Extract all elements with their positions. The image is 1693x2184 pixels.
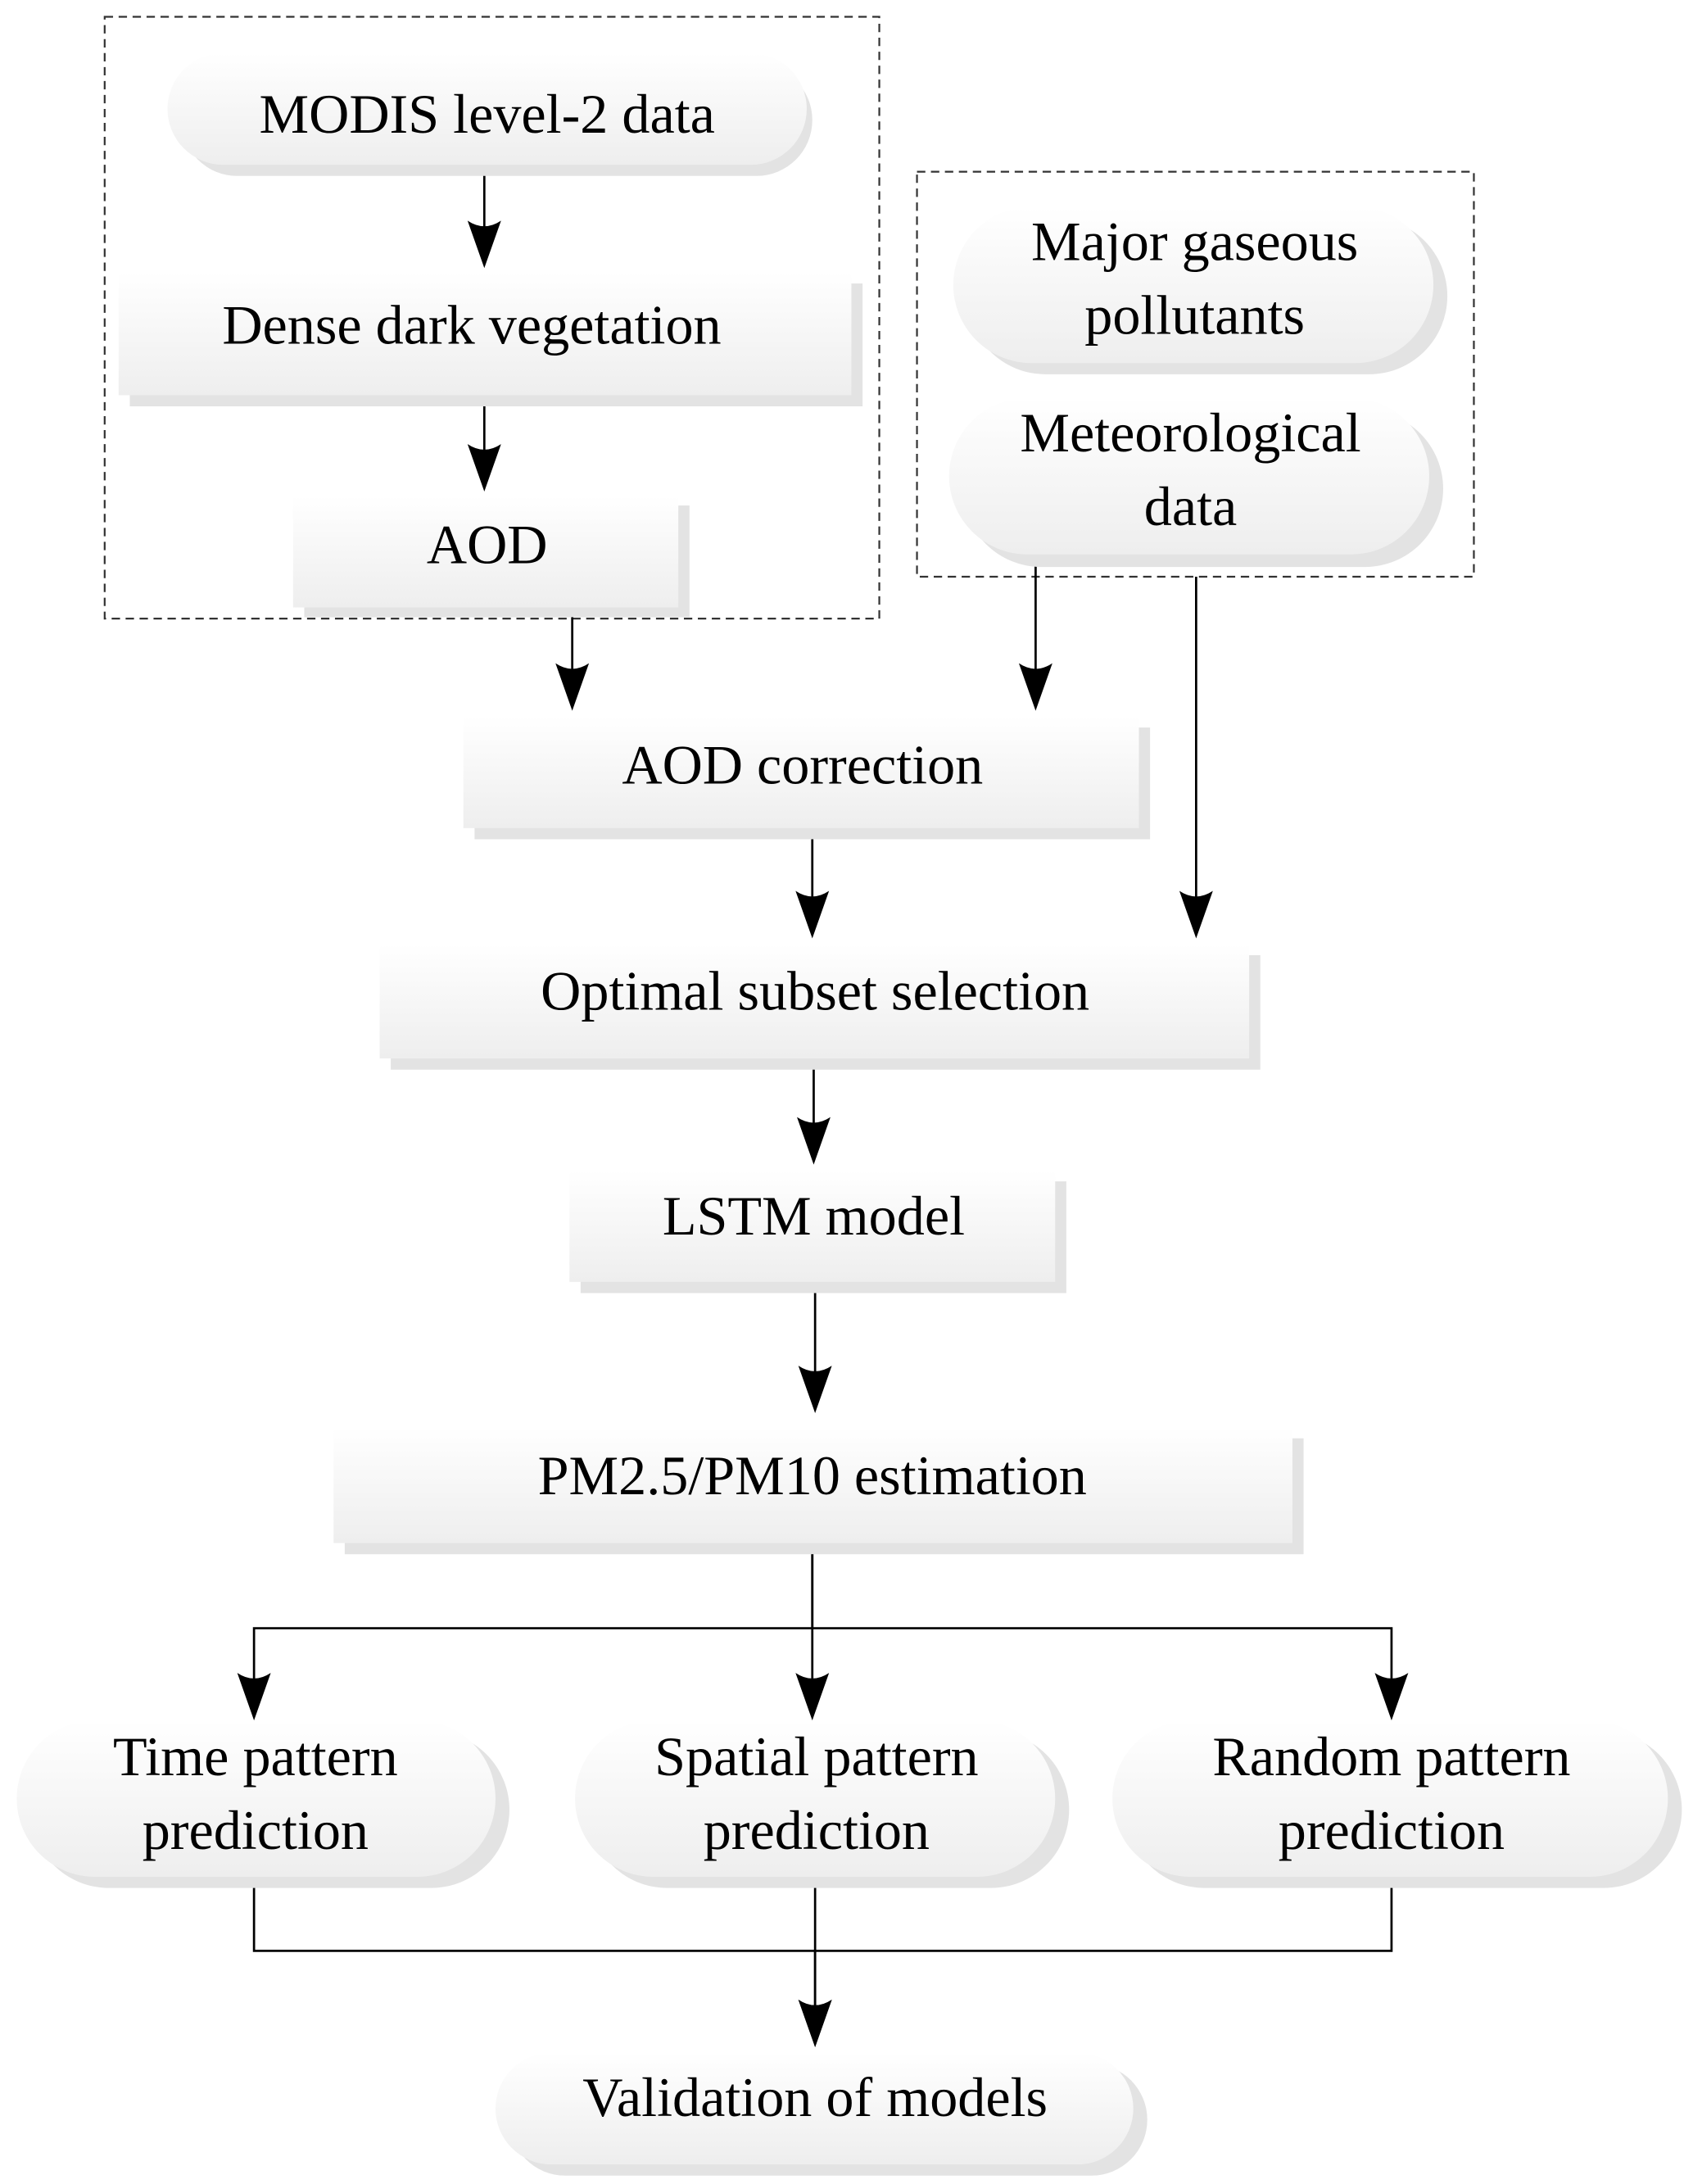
node-body bbox=[569, 1170, 1056, 1282]
node-label-line-2: prediction bbox=[1279, 1799, 1505, 1861]
connector-layer bbox=[237, 167, 1409, 2047]
node-dense-dark-vegetation[interactable]: Dense dark vegetation bbox=[118, 272, 863, 407]
arrowhead-icon bbox=[1374, 1673, 1409, 1721]
node-label: Validation of models bbox=[582, 2066, 1048, 2128]
node-label: Dense dark vegetation bbox=[222, 294, 721, 356]
node-aod-correction[interactable]: AOD correction bbox=[463, 716, 1151, 840]
node-body bbox=[463, 716, 1139, 828]
arrowhead-icon bbox=[555, 663, 590, 711]
connector-random-to-validation bbox=[815, 1879, 1393, 1952]
node-body bbox=[495, 2052, 1134, 2165]
arrowhead-icon bbox=[798, 1999, 832, 2047]
node-label: MODIS level-2 data bbox=[260, 83, 715, 145]
node-body bbox=[16, 1720, 496, 1877]
node-label-line-1: Meteorological bbox=[1020, 401, 1360, 464]
node-label-line-2: prediction bbox=[143, 1799, 369, 1861]
arrowhead-icon bbox=[1179, 890, 1213, 939]
node-label-line-1: Time pattern bbox=[113, 1725, 398, 1788]
node-validation-of-models[interactable]: Validation of models bbox=[495, 2052, 1148, 2176]
node-optimal-subset-selection[interactable]: Optimal subset selection bbox=[379, 944, 1261, 1070]
node-meteorological-data[interactable]: Meteorological data bbox=[948, 397, 1443, 568]
node-time-pattern-prediction[interactable]: Time pattern prediction bbox=[16, 1720, 509, 1888]
node-aod[interactable]: AOD bbox=[292, 496, 690, 618]
arrowhead-icon bbox=[798, 1366, 832, 1414]
auxiliary-data-group-border bbox=[916, 170, 1475, 578]
node-body bbox=[167, 52, 807, 165]
arrowhead-icon bbox=[467, 444, 501, 492]
arrowhead-icon bbox=[1018, 663, 1052, 711]
node-body bbox=[118, 272, 852, 396]
arrowhead-icon bbox=[467, 220, 501, 269]
node-label-line-2: prediction bbox=[704, 1799, 930, 1861]
node-pm-estimation[interactable]: PM2.5/PM10 estimation bbox=[333, 1427, 1304, 1555]
node-label: AOD bbox=[427, 513, 548, 575]
arrowhead-icon bbox=[237, 1673, 271, 1721]
node-modis-level2-data[interactable]: MODIS level-2 data bbox=[167, 52, 813, 176]
arrowhead-icon bbox=[797, 1117, 831, 1165]
node-body bbox=[575, 1720, 1056, 1877]
node-body bbox=[1112, 1720, 1668, 1877]
connector-time-to-validation bbox=[252, 1879, 817, 2042]
node-label: PM2.5/PM10 estimation bbox=[538, 1444, 1087, 1507]
node-label: AOD correction bbox=[622, 734, 983, 796]
node-major-gaseous-pollutants[interactable]: Major gaseous pollutants bbox=[953, 206, 1448, 374]
node-body bbox=[948, 397, 1429, 555]
node-layer: MODIS level-2 data Dense dark vegetation… bbox=[16, 52, 1682, 2176]
node-label: LSTM model bbox=[663, 1185, 965, 1247]
arrowhead-icon bbox=[795, 890, 830, 939]
node-label-line-1: Major gaseous bbox=[1031, 210, 1358, 272]
node-label-line-2: data bbox=[1144, 475, 1238, 537]
node-label-line-1: Random pattern bbox=[1212, 1725, 1570, 1788]
node-body bbox=[379, 944, 1250, 1059]
node-lstm-model[interactable]: LSTM model bbox=[569, 1170, 1066, 1294]
node-spatial-pattern-prediction[interactable]: Spatial pattern prediction bbox=[575, 1720, 1070, 1888]
remote-sensing-group-border bbox=[103, 16, 880, 620]
node-label: Optimal subset selection bbox=[541, 960, 1089, 1022]
node-body bbox=[333, 1427, 1292, 1543]
connector-pm-to-random bbox=[812, 1627, 1393, 1715]
node-label-line-1: Spatial pattern bbox=[654, 1725, 978, 1788]
connector-pm-to-time bbox=[252, 1547, 814, 1715]
node-body bbox=[292, 496, 679, 608]
arrowhead-icon bbox=[795, 1673, 830, 1721]
node-body bbox=[953, 206, 1434, 364]
node-label-line-2: pollutants bbox=[1084, 284, 1305, 347]
node-random-pattern-prediction[interactable]: Random pattern prediction bbox=[1112, 1720, 1682, 1888]
